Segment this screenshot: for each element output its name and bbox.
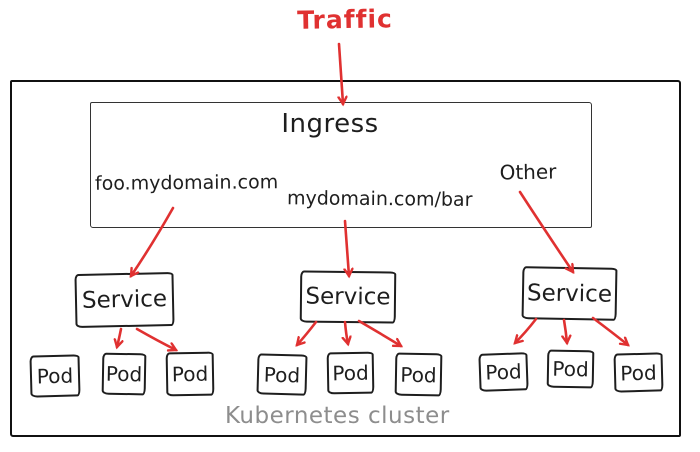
pod-2-1-label: Pod bbox=[263, 362, 301, 387]
ingress-label: Ingress bbox=[281, 109, 379, 139]
kubernetes-cluster-label: Kubernetes cluster bbox=[225, 403, 450, 429]
pod-1-1-label: Pod bbox=[36, 363, 74, 389]
kubernetes-cluster-box bbox=[10, 80, 681, 437]
pod-1-3: Pod bbox=[165, 351, 215, 397]
pod-1-2: Pod bbox=[101, 352, 147, 396]
rule-mydomain-com-bar: mydomain.com/bar bbox=[286, 187, 473, 211]
pod-3-1-label: Pod bbox=[484, 359, 523, 385]
pod-1-3-label: Pod bbox=[171, 361, 209, 387]
service-3-label: Service bbox=[526, 279, 613, 308]
pod-2-3-label: Pod bbox=[400, 362, 437, 387]
service-3: Service bbox=[521, 266, 618, 321]
rule-foo-mydomain-com: foo.mydomain.com bbox=[94, 171, 279, 195]
traffic-label: Traffic bbox=[296, 4, 394, 35]
pod-1-2-label: Pod bbox=[105, 361, 143, 387]
service-2-label: Service bbox=[305, 283, 391, 311]
pod-2-3: Pod bbox=[394, 352, 443, 397]
service-1: Service bbox=[74, 271, 175, 329]
pod-2-2: Pod bbox=[326, 351, 375, 395]
pod-2-2-label: Pod bbox=[332, 360, 369, 386]
pod-3-2-label: Pod bbox=[552, 356, 589, 382]
pod-3-1: Pod bbox=[478, 352, 529, 392]
pod-3-2: Pod bbox=[546, 349, 595, 389]
pod-3-3: Pod bbox=[613, 352, 664, 393]
pod-1-1: Pod bbox=[29, 354, 81, 398]
pod-3-3-label: Pod bbox=[620, 360, 657, 385]
service-2: Service bbox=[299, 270, 397, 324]
pod-2-1: Pod bbox=[256, 353, 308, 396]
rule-other: Other bbox=[499, 159, 557, 185]
service-1-label: Service bbox=[81, 286, 168, 314]
